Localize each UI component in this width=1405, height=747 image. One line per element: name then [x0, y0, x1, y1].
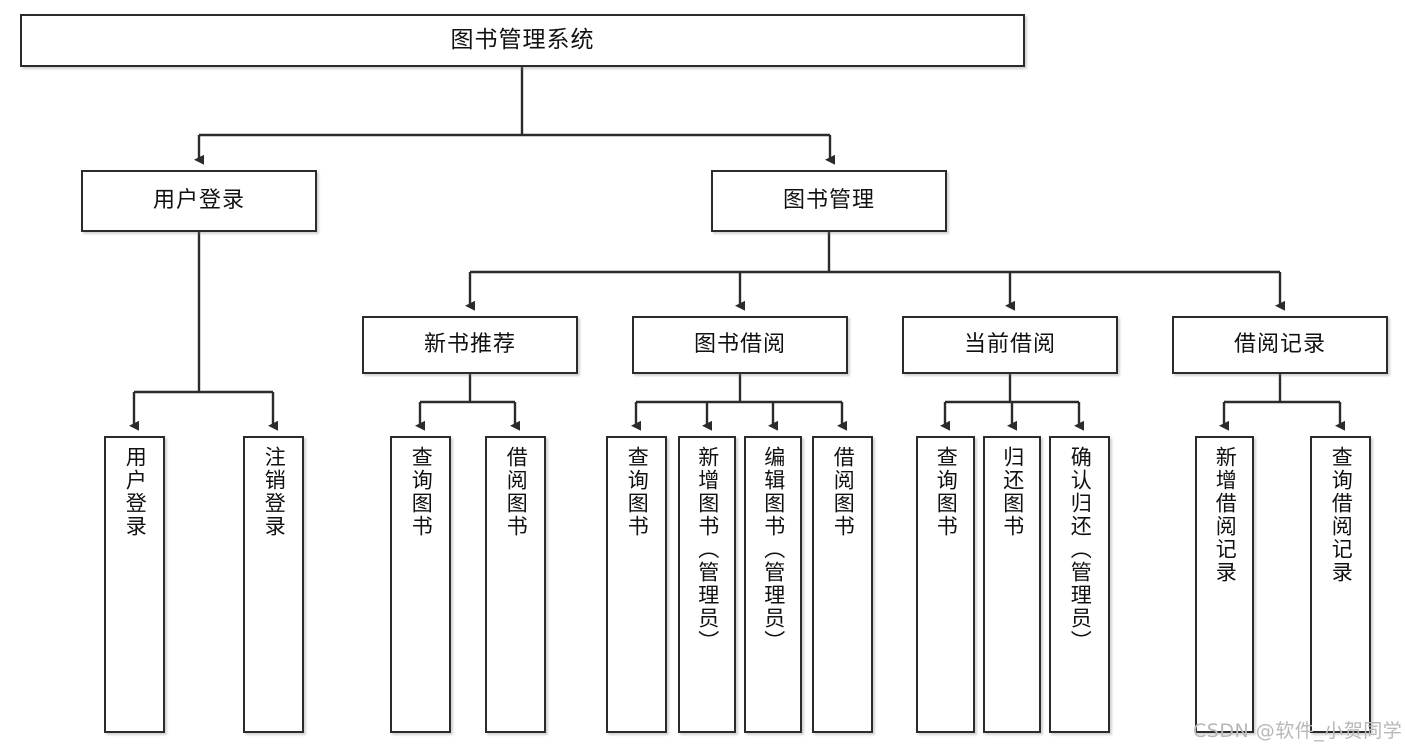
node-user-login[interactable]: 用户登录: [81, 170, 317, 232]
node-leaf-query-borrow-record[interactable]: 查询借阅记录: [1310, 436, 1371, 733]
node-leaf-borrow-book-rec-label: 借阅图书: [504, 446, 529, 538]
node-leaf-user-logout-label: 注销登录: [262, 446, 287, 538]
node-leaf-query-book-cur-label: 查询图书: [934, 446, 959, 538]
node-leaf-user-logout[interactable]: 注销登录: [243, 436, 304, 733]
node-leaf-query-book-rec[interactable]: 查询图书: [390, 436, 451, 733]
node-leaf-add-borrow-record-label: 新增借阅记录: [1213, 446, 1238, 584]
node-new-book-rec[interactable]: 新书推荐: [362, 316, 578, 374]
node-leaf-query-book-borrow[interactable]: 查询图书: [606, 436, 667, 733]
node-new-book-rec-label: 新书推荐: [423, 332, 516, 358]
node-borrow-record[interactable]: 借阅记录: [1172, 316, 1388, 374]
node-borrow-record-label: 借阅记录: [1233, 332, 1326, 358]
node-leaf-user-login[interactable]: 用户登录: [104, 436, 165, 733]
node-leaf-add-book-admin-label: 新增图书（管理员）: [695, 446, 720, 653]
node-user-login-label: 用户登录: [152, 188, 245, 214]
node-current-borrow-label: 当前借阅: [963, 332, 1056, 358]
node-book-borrow-label: 图书借阅: [693, 332, 786, 358]
node-leaf-edit-book-admin[interactable]: 编辑图书（管理员）: [744, 436, 802, 733]
node-leaf-add-borrow-record[interactable]: 新增借阅记录: [1195, 436, 1254, 733]
node-leaf-borrow-book-label: 借阅图书: [831, 446, 856, 538]
node-leaf-query-book-cur[interactable]: 查询图书: [916, 436, 975, 733]
node-leaf-return-book[interactable]: 归还图书: [983, 436, 1041, 733]
node-leaf-add-book-admin[interactable]: 新增图书（管理员）: [678, 436, 736, 733]
node-book-borrow[interactable]: 图书借阅: [632, 316, 848, 374]
node-book-manage[interactable]: 图书管理: [711, 170, 947, 232]
node-leaf-query-book-borrow-label: 查询图书: [625, 446, 650, 538]
node-leaf-return-book-label: 归还图书: [1000, 446, 1025, 538]
node-leaf-borrow-book[interactable]: 借阅图书: [812, 436, 873, 733]
node-leaf-confirm-return-admin-label: 确认归还（管理员）: [1068, 446, 1093, 653]
node-leaf-borrow-book-rec[interactable]: 借阅图书: [485, 436, 546, 733]
node-current-borrow[interactable]: 当前借阅: [902, 316, 1118, 374]
node-leaf-edit-book-admin-label: 编辑图书（管理员）: [761, 446, 786, 653]
node-leaf-user-login-label: 用户登录: [123, 446, 148, 538]
node-leaf-confirm-return-admin[interactable]: 确认归还（管理员）: [1049, 436, 1110, 733]
node-root[interactable]: 图书管理系统: [20, 14, 1025, 67]
node-leaf-query-borrow-record-label: 查询借阅记录: [1329, 446, 1354, 584]
node-root-label: 图书管理系统: [450, 27, 595, 54]
node-leaf-query-book-rec-label: 查询图书: [409, 446, 434, 538]
node-book-manage-label: 图书管理: [782, 188, 875, 214]
